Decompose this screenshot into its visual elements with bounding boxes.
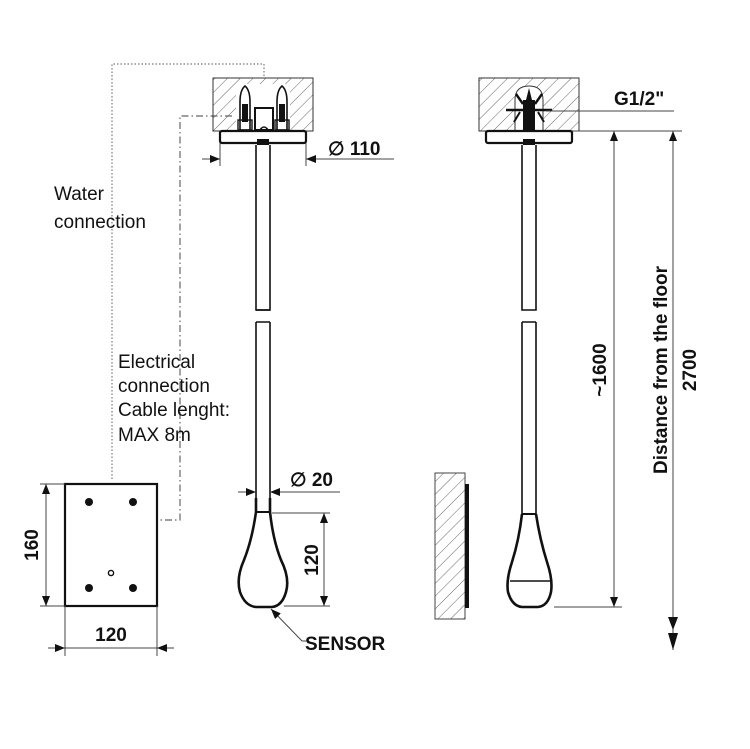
- box-height-label: 160: [22, 529, 43, 561]
- electrical-box: [63, 482, 159, 608]
- water-connection-line: [111, 63, 265, 480]
- shower-tube-right: [521, 145, 537, 514]
- wall-section: [434, 472, 469, 620]
- box-width-dimension: [48, 606, 174, 656]
- canopy-right: [484, 129, 574, 145]
- floor-distance-dimension: [668, 131, 678, 650]
- water-connection-label-line2: connection: [54, 212, 146, 233]
- sensor-label: SENSOR: [305, 634, 386, 655]
- head-height-label: 120: [302, 544, 323, 576]
- length-label: ~1600: [590, 343, 611, 396]
- tube-diameter-label: ∅ 20: [290, 470, 333, 491]
- valve-fittings-icon: [237, 84, 290, 131]
- canopy-diameter-dimension: [202, 143, 394, 166]
- water-connection-label-line1: Water: [54, 184, 105, 205]
- box-height-dimension: [40, 483, 65, 607]
- electrical-label-line4: MAX 8m: [118, 425, 191, 446]
- shower-head-right: [506, 513, 553, 609]
- electrical-label-line1: Electrical: [118, 352, 195, 373]
- canopy-diameter-label: ∅ 110: [328, 139, 380, 160]
- sensor-leader: [270, 608, 306, 642]
- valve-fitting-side-icon: [506, 88, 552, 131]
- length-dimension: [554, 130, 682, 608]
- floor-distance-label: Distance from the floor: [651, 265, 672, 474]
- shower-tube-left: [255, 145, 271, 498]
- electrical-connection-line: [158, 115, 232, 521]
- canopy-left: [218, 129, 308, 145]
- shower-head-left: [237, 498, 289, 609]
- head-height-dimension: [272, 512, 330, 607]
- thread-label: G1/2": [614, 89, 664, 110]
- electrical-label-line2: connection: [118, 376, 210, 397]
- floor-distance-value: 2700: [680, 349, 701, 391]
- box-width-label: 120: [95, 625, 127, 646]
- electrical-label-line3: Cable lenght:: [118, 400, 230, 421]
